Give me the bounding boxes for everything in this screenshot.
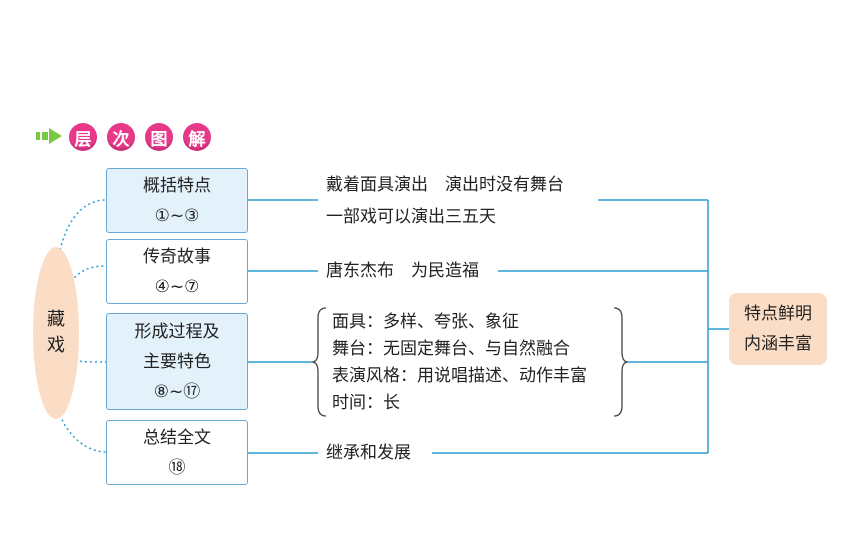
section-box-3: 形成过程及 主要特色 ⑧~⑰: [106, 313, 248, 410]
section-box-1: 概括特点 ①~③: [106, 168, 248, 233]
section-title: 概括特点: [143, 175, 211, 196]
content-1-line-1: 戴着面具演出 演出时没有舞台: [326, 175, 564, 195]
root-char-2: 戏: [47, 335, 65, 356]
content-4-line-1: 继承和发展: [326, 443, 411, 463]
content-3-line-3: 表演风格：用说唱描述、动作丰富: [332, 366, 587, 386]
root-curve-4: [59, 414, 107, 453]
content-1-line-2: 一部戏可以演出三五天: [326, 207, 496, 227]
content-3-line-4: 时间：长: [332, 393, 400, 413]
header-title-char-2: 次: [107, 123, 135, 151]
root-node: 藏 戏: [33, 247, 79, 419]
content-3-line-2: 舞台：无固定舞台、与自然融合: [332, 339, 570, 359]
section-range: ④~⑦: [154, 276, 200, 297]
header-title-char-3: 图: [145, 123, 173, 151]
content-2-line-1: 唐东杰布 为民造福: [326, 261, 479, 281]
section-title-line-2: 主要特色: [143, 351, 211, 372]
section-range: ⑧~⑰: [153, 381, 201, 402]
section-range: ⑱: [168, 457, 186, 478]
section-box-2: 传奇故事 ④~⑦: [106, 239, 248, 304]
header-title-char-1: 层: [69, 123, 97, 151]
section-title: 总结全文: [143, 427, 211, 448]
section-range: ①~③: [154, 205, 200, 226]
header-title-char-4: 解: [183, 123, 211, 151]
section-box-4: 总结全文 ⑱: [106, 420, 248, 485]
summary-line-1: 特点鲜明: [744, 304, 812, 324]
section-title-line-1: 形成过程及: [134, 321, 220, 342]
root-char-1: 藏: [47, 309, 65, 330]
right-brace: [613, 307, 629, 417]
summary-node: 特点鲜明 内涵丰富: [729, 293, 827, 365]
section-title: 传奇故事: [143, 246, 211, 267]
left-brace: [311, 307, 327, 417]
summary-line-2: 内涵丰富: [744, 334, 812, 354]
arrow-right-icon: [36, 128, 62, 144]
content-3-line-1: 面具：多样、夸张、象征: [332, 312, 519, 332]
root-curve-1: [59, 199, 107, 251]
